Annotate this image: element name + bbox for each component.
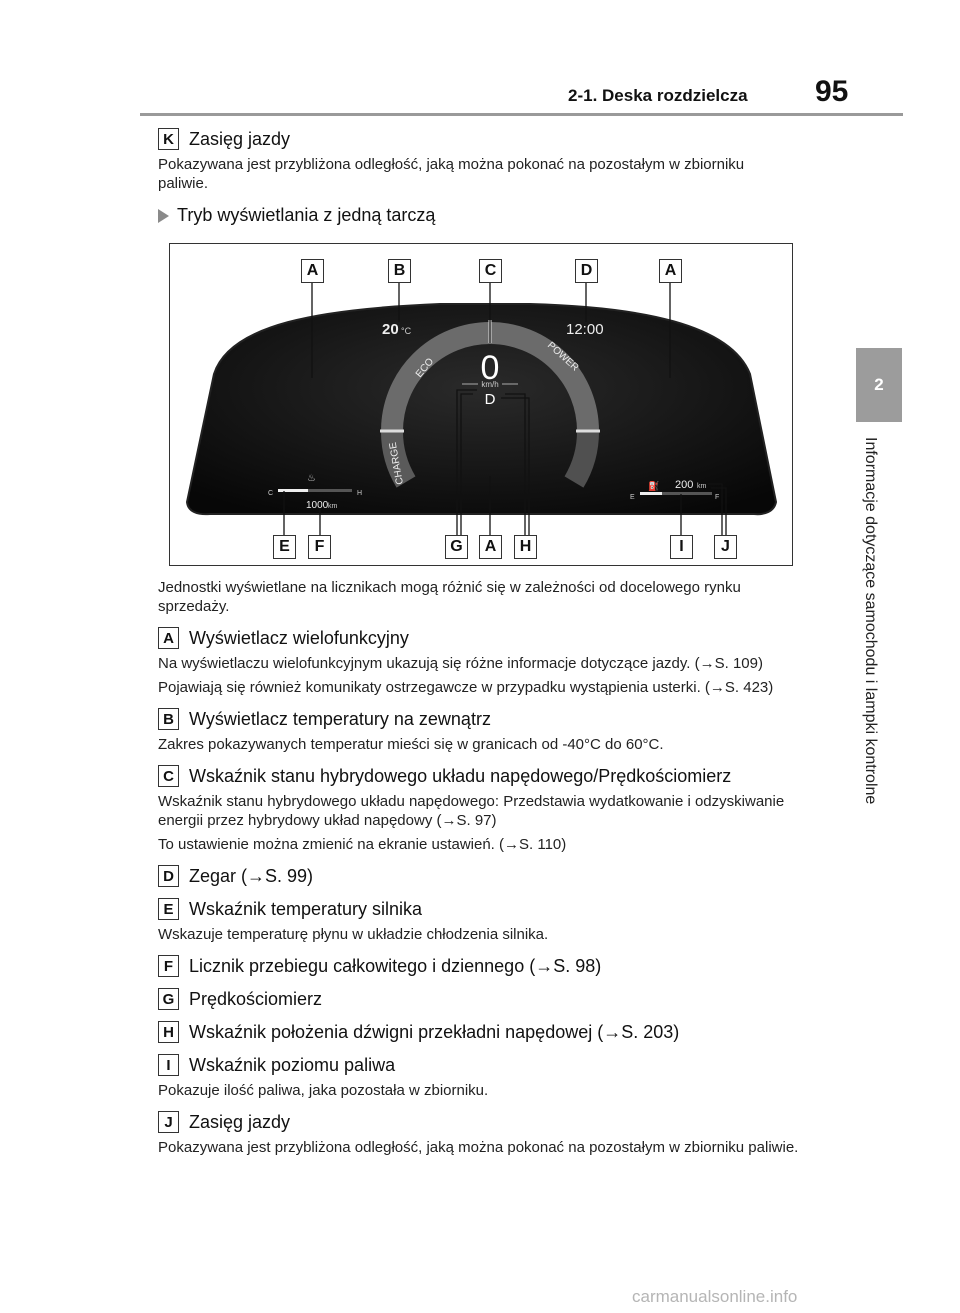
coolant-hot-label: H xyxy=(357,490,362,497)
item-title: Wskaźnik stanu hybrydowego układu napędo… xyxy=(189,765,732,786)
item-title: Wskaźnik położenia dźwigni przekładni na… xyxy=(189,1021,680,1042)
outside-temperature: 20 xyxy=(382,321,399,338)
item-letter-badge: I xyxy=(158,1054,179,1076)
item-body: Pokazywana jest przybliżona odległość, j… xyxy=(158,156,745,192)
item-description: Zakres pokazywanych temperatur mieści si… xyxy=(158,736,664,753)
legend-item-b: B Wyświetlacz temperatury na zewnątrz xyxy=(158,708,808,730)
chapter-tab: 2 xyxy=(856,348,902,422)
watermark: carmanualsonline.info xyxy=(632,1287,798,1306)
speed-readout: 0 xyxy=(481,349,500,387)
item-title: Zegar (→S. 99) xyxy=(189,865,314,886)
item-description: Wskazuje temperaturę płynu w układzie ch… xyxy=(158,926,549,943)
item-letter-badge: J xyxy=(158,1111,179,1133)
page-header: 2-1. Deska rozdzielcza 95 xyxy=(0,0,960,116)
gear-indicator: D xyxy=(485,391,496,408)
coolant-bar-level xyxy=(278,489,308,492)
mode-heading: Tryb wyświetlania z jedną tarczą xyxy=(158,205,808,226)
item-letter-badge: K xyxy=(158,128,179,150)
fuel-bar-level xyxy=(640,492,662,495)
legend-item-f: F Licznik przebiegu całkowitego i dzienne… xyxy=(158,955,808,977)
range-unit: km xyxy=(697,483,707,490)
item-title: Wskaźnik temperatury silnika xyxy=(189,898,423,919)
item-letter-badge: F xyxy=(158,955,179,977)
section-title: 2-1. Deska rozdzielcza xyxy=(568,86,748,105)
units-note: Jednostki wyświetlane na licznikach mogą… xyxy=(158,579,741,615)
range-value: 200 xyxy=(675,479,693,491)
item-title: Licznik przebiegu całkowitego i dzienneg… xyxy=(189,955,602,976)
callout-a-top-left: A xyxy=(301,259,324,283)
callout-h: H xyxy=(514,535,537,559)
legend-item-d: D Zegar (→S. 99) xyxy=(158,865,808,887)
item-title: Wyświetlacz wielofunkcyjny xyxy=(189,627,409,648)
callout-i: I xyxy=(670,535,693,559)
instrument-cluster-figure: ECO POWER CHARGE 20 °C 12:00 0 km/h D ♨ … xyxy=(169,243,793,566)
clock-display: 12:00 xyxy=(566,321,604,338)
coolant-cold-label: C xyxy=(268,490,273,497)
charge-zone-arc xyxy=(380,430,416,488)
legend-item-g: G Prędkościomierz xyxy=(158,988,808,1010)
item-title: Wskaźnik poziomu paliwa xyxy=(189,1054,396,1075)
item-description: To ustawienie można zmienić na ekranie u… xyxy=(158,836,567,853)
fuel-empty-label: E xyxy=(630,494,635,501)
item-description: Na wyświetlaczu wielofunkcyjnym ukazują … xyxy=(158,655,763,672)
item-letter-badge: B xyxy=(158,708,179,730)
fuel-bar xyxy=(640,492,712,495)
callout-e: E xyxy=(273,535,296,559)
header-rule xyxy=(140,113,903,116)
item-title: Wyświetlacz temperatury na zewnątrz xyxy=(189,708,491,729)
legend-item-e: E Wskaźnik temperatury silnika xyxy=(158,898,808,920)
fuel-full-label: F xyxy=(715,494,719,501)
item-letter-badge: D xyxy=(158,865,179,887)
fuel-pump-icon: ⛽ xyxy=(648,480,659,491)
item-description: Pojawiają się również komunikaty ostrzeg… xyxy=(158,679,774,696)
item-k-heading: K Zasięg jazdy xyxy=(158,128,808,150)
main-content: K Zasięg jazdy Pokazywana jest przybliżo… xyxy=(158,128,808,226)
item-title: Zasięg jazdy xyxy=(189,128,291,149)
item-letter-badge: C xyxy=(158,765,179,787)
callout-a-bottom: A xyxy=(479,535,502,559)
item-letter-badge: E xyxy=(158,898,179,920)
cluster-housing xyxy=(185,303,778,516)
legend-item-h: H Wskaźnik położenia dźwigni przekładni n… xyxy=(158,1021,808,1043)
item-title: Zasięg jazdy xyxy=(189,1111,291,1132)
legend-items: A Wyświetlacz wielofunkcyjny Na wyświetlac… xyxy=(158,627,808,1157)
legend-item-i: I Wskaźnik poziomu paliwa xyxy=(158,1054,808,1076)
item-letter-badge: H xyxy=(158,1021,179,1043)
callout-leader-lines xyxy=(283,281,727,536)
cluster-illustration: ECO POWER CHARGE 20 °C 12:00 0 km/h D ♨ … xyxy=(185,281,778,536)
legend-content: Jednostki wyświetlane na licznikach mogą… xyxy=(158,578,808,1157)
triangle-bullet-icon xyxy=(158,208,169,223)
callout-a-top-right: A xyxy=(659,259,682,283)
mode-heading-text: Tryb wyświetlania z jedną tarczą xyxy=(177,205,436,225)
legend-item-j: J Zasięg jazdy xyxy=(158,1111,808,1133)
legend-item-a: A Wyświetlacz wielofunkcyjny xyxy=(158,627,808,649)
coolant-bar xyxy=(278,489,352,492)
odometer-value: 1000 xyxy=(306,500,329,511)
item-title: Prędkościomierz xyxy=(189,988,323,1009)
callout-d: D xyxy=(575,259,598,283)
speed-unit: km/h xyxy=(481,380,498,389)
item-letter-badge: A xyxy=(158,627,179,649)
chapter-title: Informacje dotyczące samochodu i lampki … xyxy=(862,437,879,805)
item-letter-badge: G xyxy=(158,988,179,1010)
callout-c: C xyxy=(479,259,502,283)
callout-g: G xyxy=(445,535,468,559)
callout-b: B xyxy=(388,259,411,283)
item-description: Pokazuje ilość paliwa, jaka pozostała w … xyxy=(158,1082,489,1099)
temperature-unit: °C xyxy=(401,326,412,336)
item-description: Wskaźnik stanu hybrydowego układu napędo… xyxy=(158,793,785,829)
callout-j: J xyxy=(714,535,737,559)
coolant-icon: ♨ xyxy=(307,473,316,484)
legend-item-c: C Wskaźnik stanu hybrydowego układu napęd… xyxy=(158,765,808,787)
callout-f: F xyxy=(308,535,331,559)
odometer-unit: km xyxy=(328,503,338,510)
page-number: 95 xyxy=(815,75,849,108)
arc-lower-right xyxy=(564,430,600,488)
item-description: Pokazywana jest przybliżona odległość, j… xyxy=(158,1139,799,1156)
